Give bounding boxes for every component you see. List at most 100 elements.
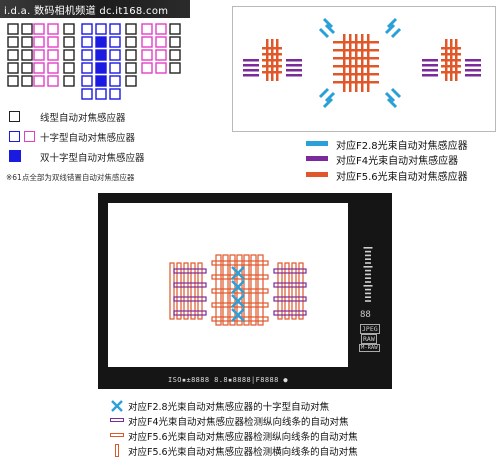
f56-vertical-label: 对应F5.6光束自动对焦感应器检测纵向线条的自动对焦 bbox=[128, 432, 358, 443]
f4-label: 对应F4光束自动对焦感应器 bbox=[336, 156, 459, 167]
af-point bbox=[47, 23, 59, 35]
af-point bbox=[47, 75, 59, 87]
af-point bbox=[155, 62, 167, 74]
vf-left-cluster bbox=[169, 262, 203, 320]
header-text: i.d.a. 数码相机频道 dc.it168.com bbox=[4, 6, 169, 17]
vf-center-cross-points bbox=[231, 266, 245, 322]
af-point bbox=[21, 23, 33, 35]
vf-raw-indicator: RAW bbox=[361, 334, 377, 344]
af-point bbox=[109, 88, 121, 100]
level-tick bbox=[365, 296, 371, 298]
af-point bbox=[109, 36, 121, 48]
af-point bbox=[21, 75, 33, 87]
af-point bbox=[141, 62, 153, 74]
af-point bbox=[63, 75, 75, 87]
cross-type-swatch-blue bbox=[9, 131, 20, 142]
level-tick bbox=[365, 277, 371, 279]
viewfinder-frame: 88 JPEG RAW M-RAW ISO▪±8888 8.8▪8888|F88… bbox=[98, 193, 392, 389]
f-number-legend: 对应F2.8光束自动对焦感应器 对应F4光束自动对焦感应器 对应F5.6光束自动… bbox=[306, 137, 496, 187]
level-tick bbox=[365, 273, 371, 276]
af-point bbox=[169, 62, 181, 74]
af-point bbox=[109, 49, 121, 61]
f56-horizontal-swatch bbox=[115, 444, 119, 457]
f4-vertical-label: 对应F4光束自动对焦感应器检测纵向线条的自动对焦 bbox=[128, 417, 349, 428]
af-point bbox=[95, 23, 107, 35]
af-point bbox=[21, 36, 33, 48]
f28-swatch bbox=[306, 141, 328, 146]
af-point bbox=[63, 23, 75, 35]
vf-mraw-indicator: M-RAW bbox=[359, 344, 380, 352]
cross-type-label: 十字型自动对焦感应器 bbox=[40, 133, 136, 144]
level-tick bbox=[363, 266, 373, 268]
af-point bbox=[155, 23, 167, 35]
af-point bbox=[33, 49, 45, 61]
af-point bbox=[63, 49, 75, 61]
f-number-coverage-panel bbox=[232, 6, 496, 132]
af-point bbox=[47, 36, 59, 48]
af-point bbox=[7, 23, 19, 35]
af-point bbox=[169, 23, 181, 35]
f28-cross-label: 对应F2.8光束自动对焦感应器的十字型自动对焦 bbox=[128, 402, 330, 413]
af-point bbox=[81, 23, 93, 35]
af-point bbox=[125, 23, 137, 35]
f4-swatch bbox=[306, 156, 328, 161]
f56-horizontal-label: 对应F5.6光束自动对焦感应器检测横向线条的自动对焦 bbox=[128, 447, 358, 458]
af-point bbox=[33, 23, 45, 35]
af-point bbox=[33, 62, 45, 74]
level-tick bbox=[365, 292, 371, 295]
af-point bbox=[81, 36, 93, 48]
center-af-cluster bbox=[318, 17, 402, 109]
level-tick bbox=[365, 269, 371, 272]
viewfinder-legend: 对应F2.8光束自动对焦感应器的十字型自动对焦 对应F4光束自动对焦感应器检测纵… bbox=[110, 399, 495, 461]
vf-jpeg-indicator: JPEG bbox=[360, 324, 380, 334]
af-point bbox=[81, 75, 93, 87]
dual-cross-label: 双十字型自动对焦感应器 bbox=[40, 153, 145, 164]
level-tick bbox=[363, 285, 373, 287]
af-point bbox=[47, 49, 59, 61]
af-point bbox=[95, 62, 107, 74]
f28-label: 对应F2.8光束自动对焦感应器 bbox=[336, 141, 468, 152]
af-point bbox=[155, 36, 167, 48]
af-point bbox=[141, 36, 153, 48]
f-number-coverage-svg bbox=[243, 17, 481, 109]
af-point bbox=[7, 36, 19, 48]
af-point bbox=[63, 36, 75, 48]
af-point bbox=[7, 49, 19, 61]
vf-status-bar: ISO▪±8888 8.8▪8888|F8888 ● bbox=[168, 376, 288, 384]
af-point bbox=[125, 62, 137, 74]
af-point bbox=[63, 62, 75, 74]
af-point bbox=[125, 75, 137, 87]
f4-vertical-swatch bbox=[110, 418, 124, 422]
f56-vertical-swatch bbox=[110, 433, 124, 437]
af-point bbox=[155, 49, 167, 61]
level-tick bbox=[365, 258, 371, 260]
af-point bbox=[47, 62, 59, 74]
cross-type-swatch-pink bbox=[24, 131, 35, 142]
af-point bbox=[81, 49, 93, 61]
level-tick bbox=[365, 288, 371, 291]
af-point bbox=[109, 62, 121, 74]
level-tick bbox=[365, 300, 371, 302]
af-grid-svg bbox=[7, 23, 181, 100]
af-note: ※61点全部为双线错置自动对焦感应器 bbox=[6, 173, 135, 182]
viewfinder-screen bbox=[108, 203, 348, 367]
vf-side-number: 88 bbox=[360, 310, 371, 320]
left-af-cluster bbox=[243, 39, 302, 81]
af-type-legend: 线型自动对焦感应器 十字型自动对焦感应器 双十字型自动对焦感应器 ※61点全部为… bbox=[6, 109, 206, 189]
af-point-grid bbox=[6, 22, 196, 104]
af-point bbox=[95, 49, 107, 61]
vf-level-scale bbox=[363, 247, 373, 302]
site-watermark-header: i.d.a. 数码相机频道 dc.it168.com bbox=[0, 0, 190, 18]
level-tick bbox=[363, 247, 373, 249]
viewfinder-af-svg bbox=[169, 254, 307, 326]
af-point bbox=[95, 88, 107, 100]
af-point bbox=[125, 49, 137, 61]
line-type-swatch bbox=[9, 111, 20, 122]
af-point bbox=[7, 75, 19, 87]
af-point bbox=[33, 36, 45, 48]
level-tick bbox=[365, 262, 371, 264]
af-point bbox=[125, 36, 137, 48]
f28-cross-icon bbox=[111, 400, 123, 412]
af-point bbox=[141, 49, 153, 61]
right-af-cluster bbox=[422, 39, 481, 81]
